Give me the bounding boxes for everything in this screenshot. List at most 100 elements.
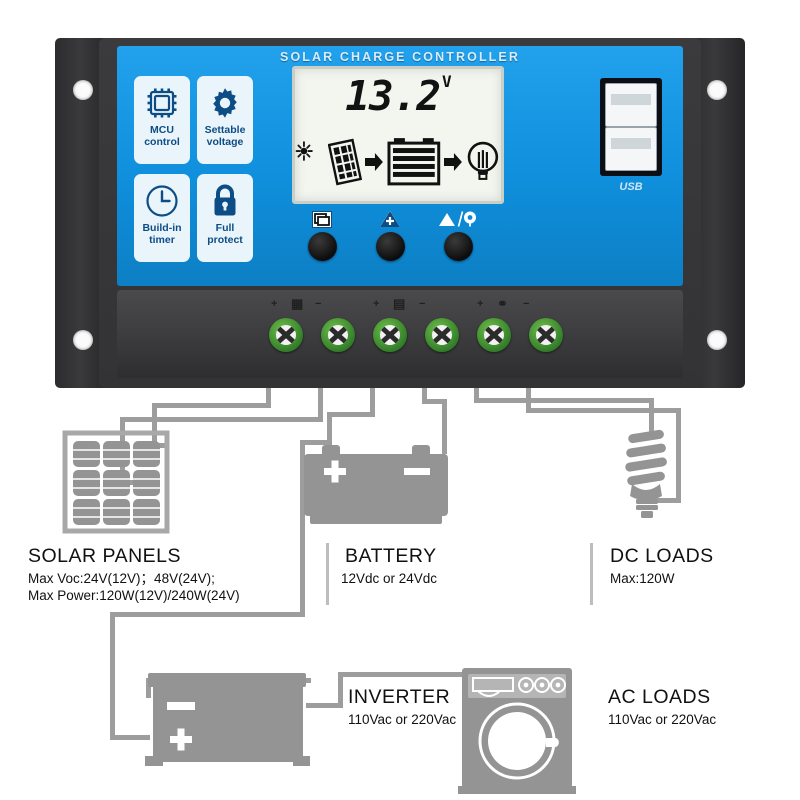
- battery-symbol: ▤: [393, 296, 406, 311]
- menu-button[interactable]: [300, 209, 344, 261]
- terminal-solar-positive[interactable]: [269, 318, 303, 352]
- inverter-graphic: [145, 670, 310, 775]
- wire-battery-negative: [442, 399, 447, 454]
- solar-charge-controller: SOLAR CHARGE CONTROLLER: [55, 38, 745, 388]
- arrow-right-icon: [364, 153, 383, 171]
- sun-icon: [295, 141, 313, 161]
- dc-loads-spec: Max:120W: [610, 571, 675, 586]
- screw-slot-icon: [380, 325, 400, 345]
- wire-inverter-feed: [300, 440, 330, 445]
- terminal-battery-negative[interactable]: [425, 318, 459, 352]
- screw-slot-icon: [484, 325, 504, 345]
- controller-title: SOLAR CHARGE CONTROLLER: [280, 50, 520, 64]
- solar-panel-graphic: [60, 428, 172, 541]
- up-button[interactable]: [368, 209, 412, 261]
- screw-slot-icon: [276, 325, 296, 345]
- terminal-symbol-battery-negative: −: [419, 298, 426, 310]
- battery-graphic: [300, 445, 452, 532]
- lock-icon: [208, 179, 242, 223]
- wire-inverter-feed: [300, 440, 305, 454]
- screw-hole-icon: [73, 330, 93, 350]
- badge-label-line2: protect: [207, 233, 243, 246]
- triangle-light-icon: [436, 209, 480, 229]
- cfl-bulb-graphic: [612, 424, 682, 529]
- lcd-voltage-value: 13.2: [345, 72, 441, 120]
- wire-inverter-feed: [300, 450, 305, 615]
- dc-loads-label: DC LOADS Max:120W: [610, 545, 714, 587]
- badge-full-protect: Full protect: [197, 174, 253, 262]
- wire-battery-positive: [370, 388, 375, 415]
- badge-label-line2: timer: [149, 233, 175, 246]
- screw-slot-icon: [432, 325, 452, 345]
- load-lamp-symbol: ⚭: [497, 296, 508, 311]
- screw-slot-icon: [536, 325, 556, 345]
- usb-section: USB: [595, 78, 667, 193]
- terminal-load-positive[interactable]: [477, 318, 511, 352]
- load-button[interactable]: [436, 209, 480, 261]
- solar-panels-title: SOLAR PANELS: [28, 545, 182, 567]
- wire-solar-positive: [152, 403, 271, 408]
- wire-inverter-negative: [146, 678, 151, 698]
- terminal-screws: [269, 318, 563, 364]
- clock-icon: [143, 179, 181, 223]
- lcd-voltage-unit: V: [442, 72, 452, 91]
- wire-battery-positive: [327, 412, 375, 417]
- terminal-load-negative[interactable]: [529, 318, 563, 352]
- wire-load-positive: [474, 388, 479, 402]
- usb-port-upper[interactable]: [605, 83, 657, 127]
- badge-label-line2: voltage: [206, 135, 244, 148]
- wire-load-negative: [676, 408, 681, 503]
- badge-settable-voltage: Settable voltage: [197, 76, 253, 164]
- wire-inverter-feed: [110, 612, 115, 740]
- battery-title: BATTERY: [345, 545, 437, 567]
- load-button-dot[interactable]: [443, 232, 473, 261]
- wire-load-negative: [526, 388, 531, 412]
- terminal-symbol-load-negative: −: [523, 298, 530, 310]
- label-divider: [590, 543, 593, 605]
- terminal-symbol-load-positive: +: [477, 298, 484, 310]
- terminal-solar-negative[interactable]: [321, 318, 355, 352]
- menu-button-dot[interactable]: [307, 232, 337, 261]
- battery-icon: [387, 138, 440, 186]
- wire-ac-output: [306, 703, 342, 708]
- arrow-right-icon: [444, 153, 463, 171]
- terminal-symbol-battery-positive: +: [373, 298, 380, 310]
- badge-mcu-control: MCU control: [134, 76, 190, 164]
- wire-load-positive: [474, 398, 654, 403]
- button-row: [300, 209, 500, 273]
- washing-machine-graphic: [458, 668, 576, 799]
- solar-panel-icon: [327, 138, 362, 186]
- controller-faceplate: SOLAR CHARGE CONTROLLER: [117, 46, 683, 286]
- wire-inverter-feed: [110, 612, 305, 617]
- terminal-symbols: + ▦ − + ▤ − + ⚭ −: [269, 296, 559, 316]
- screw-hole-icon: [707, 330, 727, 350]
- wire-solar-negative: [120, 417, 323, 422]
- menu-square-icon: [300, 209, 344, 229]
- ac-loads-spec: 110Vac or 220Vac: [608, 712, 717, 727]
- up-button-dot[interactable]: [375, 232, 405, 261]
- terminal-battery-positive[interactable]: [373, 318, 407, 352]
- wire-ac-output: [338, 672, 468, 677]
- usb-ports[interactable]: [600, 78, 662, 176]
- solar-panel-symbol: ▦: [291, 296, 304, 311]
- triangle-plus-icon: [368, 209, 412, 229]
- wire-solar-positive: [266, 388, 271, 406]
- wire-battery-positive: [327, 412, 332, 454]
- dc-loads-title: DC LOADS: [610, 545, 714, 567]
- lcd-flow-diagram: [295, 131, 501, 193]
- badge-label-line1: Build-in: [142, 222, 182, 234]
- solar-panels-spec-2: Max Power:120W(12V)/240W(24V): [28, 588, 240, 603]
- terminal-symbol-solar-negative: −: [315, 298, 322, 310]
- usb-port-lower[interactable]: [605, 127, 657, 171]
- battery-label: BATTERY 12Vdc or 24Vdc: [341, 545, 437, 587]
- wire-load-positive: [649, 398, 654, 434]
- inverter-label: INVERTER 110Vac or 220Vac: [348, 686, 456, 728]
- chip-icon: [144, 81, 180, 125]
- badge-label-line1: MCU: [150, 124, 174, 136]
- battery-spec: 12Vdc or 24Vdc: [341, 571, 438, 586]
- gear-icon: [207, 81, 243, 125]
- wire-solar-negative: [318, 388, 323, 420]
